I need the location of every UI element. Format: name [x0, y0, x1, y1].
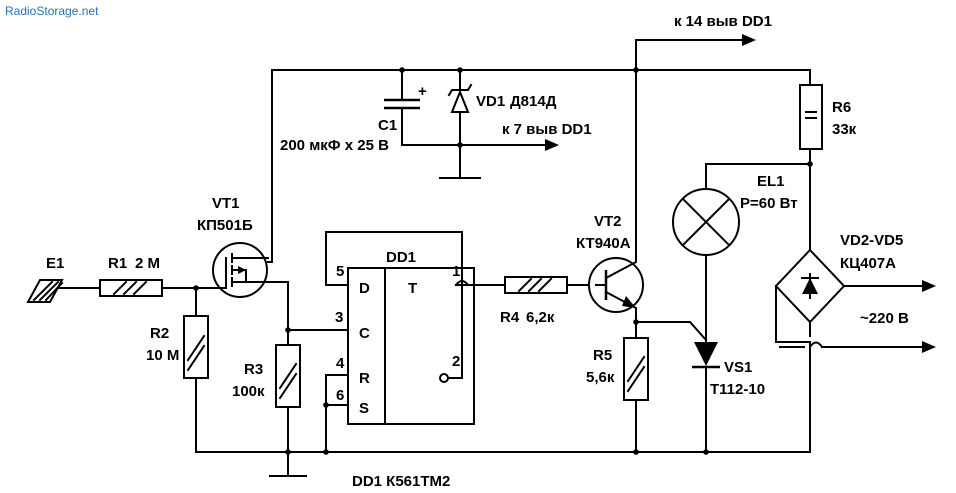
svg-text:VD1: VD1 [476, 93, 505, 110]
svg-text:R1: R1 [108, 255, 127, 272]
svg-text:EL1: EL1 [757, 173, 785, 190]
resistor-r2: R2 10 М [146, 287, 209, 453]
svg-text:5,6к: 5,6к [586, 369, 615, 386]
svg-text:R5: R5 [593, 347, 612, 364]
svg-text:Д814Д: Д814Д [510, 93, 557, 110]
thyristor-vs1: VS1 Т112-10 [692, 254, 765, 453]
svg-text:6: 6 [336, 387, 344, 404]
sensor-e1: E1 [26, 255, 101, 303]
svg-text:100к: 100к [232, 383, 265, 400]
svg-text:Р=60 Вт: Р=60 Вт [740, 195, 798, 212]
svg-text:E1: E1 [46, 255, 64, 272]
svg-text:200 мкФ х 25 В: 200 мкФ х 25 В [280, 137, 389, 154]
svg-text:3: 3 [335, 309, 343, 326]
svg-text:S: S [359, 400, 369, 417]
svg-text:VD2-VD5: VD2-VD5 [840, 232, 903, 249]
mosfet-vt1: VT1 КП501Б [197, 195, 287, 298]
svg-text:D: D [359, 280, 370, 297]
resistor-r1: R1 2 М [99, 255, 219, 297]
svg-text:+: + [418, 83, 427, 100]
footer-label: DD1 К561ТМ2 [352, 473, 450, 490]
resistor-r4: R4 6,2к [500, 276, 597, 326]
svg-text:VS1: VS1 [724, 359, 752, 376]
zener-vd1: VD1 Д814Д [439, 83, 557, 179]
svg-text:DD1: DD1 [386, 249, 416, 266]
svg-text:~220 В: ~220 В [860, 310, 909, 327]
net-to-pin14: к 14 выв DD1 [674, 13, 772, 30]
ground-rail [195, 449, 811, 477]
watermark: RadioStorage.net [5, 4, 99, 18]
svg-text:R6: R6 [832, 99, 851, 116]
bridge-vd2-vd5: VD2-VD5 КЦ407А ~220 В [774, 232, 936, 453]
svg-text:10 М: 10 М [146, 347, 179, 364]
net-to-pin7: к 7 выв DD1 [459, 121, 592, 151]
svg-text:R3: R3 [244, 361, 263, 378]
q-output-net [454, 280, 506, 287]
svg-text:R4: R4 [500, 309, 520, 326]
transistor-vt2: VT2 КТ940А [576, 69, 644, 323]
svg-text:R2: R2 [150, 325, 169, 342]
lamp-el1: EL1 Р=60 Вт [672, 163, 811, 256]
resistor-r5: R5 5,6к [586, 319, 708, 453]
svg-text:VT2: VT2 [594, 213, 622, 230]
svg-text:R: R [359, 370, 370, 387]
svg-text:C1: C1 [378, 117, 397, 134]
svg-text:Т112-10: Т112-10 [710, 381, 765, 398]
svg-text:к 7 выв DD1: к 7 выв DD1 [502, 121, 592, 138]
svg-text:1: 1 [452, 263, 460, 280]
svg-text:КТ940А: КТ940А [576, 235, 631, 252]
resistor-r3: R3 100к [232, 281, 349, 453]
flipflop-dd1: DD1 D C R S T 5 3 4 6 1 2 [323, 231, 475, 453]
svg-text:T: T [408, 280, 417, 297]
svg-text:33к: 33к [832, 121, 857, 138]
svg-text:КП501Б: КП501Б [197, 217, 253, 234]
capacitor-c1: + C1 200 мкФ х 25 В [280, 83, 461, 154]
svg-text:5: 5 [336, 263, 344, 280]
svg-text:2 М: 2 М [135, 255, 160, 272]
svg-text:4: 4 [336, 355, 345, 372]
resistor-r6: R6 33к [799, 84, 857, 251]
svg-text:6,2к: 6,2к [526, 309, 555, 326]
svg-text:VT1: VT1 [212, 195, 240, 212]
svg-text:C: C [359, 325, 370, 342]
svg-text:2: 2 [452, 353, 460, 370]
top-rail [267, 34, 811, 263]
svg-text:КЦ407А: КЦ407А [840, 255, 896, 272]
